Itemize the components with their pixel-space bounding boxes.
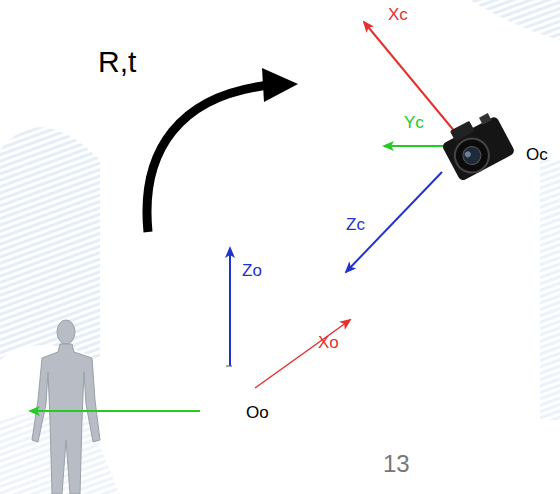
page-number: 13 — [383, 452, 410, 476]
axis-label: Yc — [404, 114, 424, 131]
axis-label: Zo — [242, 262, 262, 279]
origin-label: Oc — [526, 146, 548, 163]
axis-label: Zc — [346, 216, 365, 233]
axis-label: Xc — [388, 6, 408, 23]
origin-label: Oo — [246, 404, 269, 421]
transform-label: R,t — [98, 47, 136, 77]
axis-label: Xo — [318, 334, 339, 351]
